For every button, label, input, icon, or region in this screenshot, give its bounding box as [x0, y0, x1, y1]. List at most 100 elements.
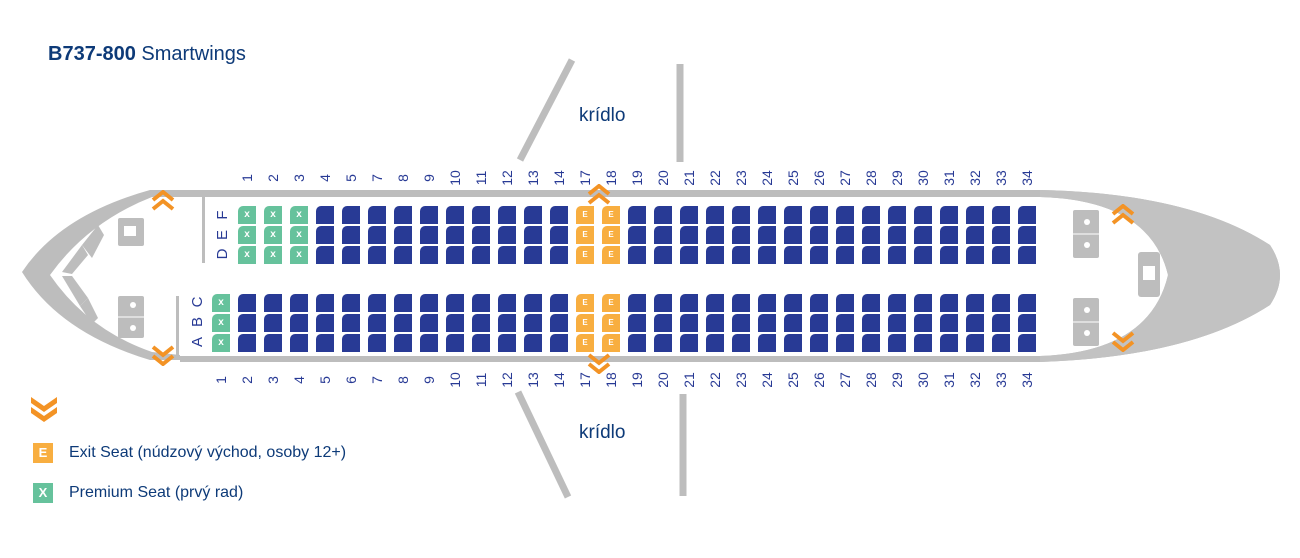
standard-seat[interactable]: [706, 206, 724, 224]
standard-seat[interactable]: [810, 314, 828, 332]
standard-seat[interactable]: [966, 206, 984, 224]
standard-seat[interactable]: [628, 294, 646, 312]
standard-seat[interactable]: [394, 314, 412, 332]
standard-seat[interactable]: [810, 206, 828, 224]
standard-seat[interactable]: [862, 206, 880, 224]
standard-seat[interactable]: [368, 226, 386, 244]
standard-seat[interactable]: [628, 334, 646, 352]
standard-seat[interactable]: [836, 314, 854, 332]
standard-seat[interactable]: [758, 294, 776, 312]
standard-seat[interactable]: [524, 294, 542, 312]
standard-seat[interactable]: [888, 206, 906, 224]
exit-seat[interactable]: E: [602, 206, 620, 224]
standard-seat[interactable]: [394, 246, 412, 264]
standard-seat[interactable]: [784, 294, 802, 312]
standard-seat[interactable]: [654, 206, 672, 224]
standard-seat[interactable]: [940, 206, 958, 224]
standard-seat[interactable]: [732, 246, 750, 264]
standard-seat[interactable]: [966, 226, 984, 244]
standard-seat[interactable]: [394, 226, 412, 244]
standard-seat[interactable]: [1018, 246, 1036, 264]
standard-seat[interactable]: [758, 246, 776, 264]
standard-seat[interactable]: [914, 206, 932, 224]
premium-seat[interactable]: x: [212, 334, 230, 352]
standard-seat[interactable]: [758, 334, 776, 352]
standard-seat[interactable]: [316, 246, 334, 264]
standard-seat[interactable]: [680, 314, 698, 332]
standard-seat[interactable]: [862, 334, 880, 352]
standard-seat[interactable]: [732, 334, 750, 352]
standard-seat[interactable]: [628, 314, 646, 332]
standard-seat[interactable]: [368, 246, 386, 264]
standard-seat[interactable]: [654, 226, 672, 244]
standard-seat[interactable]: [550, 334, 568, 352]
standard-seat[interactable]: [1018, 334, 1036, 352]
standard-seat[interactable]: [732, 206, 750, 224]
standard-seat[interactable]: [290, 294, 308, 312]
standard-seat[interactable]: [342, 206, 360, 224]
exit-seat[interactable]: E: [576, 226, 594, 244]
standard-seat[interactable]: [784, 226, 802, 244]
standard-seat[interactable]: [446, 206, 464, 224]
premium-seat[interactable]: x: [290, 246, 308, 264]
standard-seat[interactable]: [628, 246, 646, 264]
standard-seat[interactable]: [888, 294, 906, 312]
standard-seat[interactable]: [862, 314, 880, 332]
standard-seat[interactable]: [862, 226, 880, 244]
standard-seat[interactable]: [238, 334, 256, 352]
exit-seat[interactable]: E: [576, 294, 594, 312]
standard-seat[interactable]: [1018, 226, 1036, 244]
standard-seat[interactable]: [628, 226, 646, 244]
exit-seat[interactable]: E: [576, 206, 594, 224]
standard-seat[interactable]: [446, 294, 464, 312]
standard-seat[interactable]: [368, 334, 386, 352]
standard-seat[interactable]: [940, 294, 958, 312]
standard-seat[interactable]: [550, 226, 568, 244]
standard-seat[interactable]: [472, 294, 490, 312]
standard-seat[interactable]: [680, 246, 698, 264]
standard-seat[interactable]: [368, 294, 386, 312]
standard-seat[interactable]: [316, 334, 334, 352]
standard-seat[interactable]: [706, 294, 724, 312]
exit-seat[interactable]: E: [576, 314, 594, 332]
premium-seat[interactable]: x: [238, 246, 256, 264]
standard-seat[interactable]: [758, 206, 776, 224]
standard-seat[interactable]: [654, 334, 672, 352]
standard-seat[interactable]: [810, 226, 828, 244]
standard-seat[interactable]: [966, 294, 984, 312]
standard-seat[interactable]: [888, 334, 906, 352]
standard-seat[interactable]: [654, 246, 672, 264]
exit-seat[interactable]: E: [576, 246, 594, 264]
standard-seat[interactable]: [966, 246, 984, 264]
standard-seat[interactable]: [810, 334, 828, 352]
standard-seat[interactable]: [264, 334, 282, 352]
standard-seat[interactable]: [472, 334, 490, 352]
standard-seat[interactable]: [784, 246, 802, 264]
standard-seat[interactable]: [654, 314, 672, 332]
standard-seat[interactable]: [290, 314, 308, 332]
standard-seat[interactable]: [238, 314, 256, 332]
standard-seat[interactable]: [420, 294, 438, 312]
standard-seat[interactable]: [420, 206, 438, 224]
standard-seat[interactable]: [680, 294, 698, 312]
premium-seat[interactable]: x: [264, 246, 282, 264]
standard-seat[interactable]: [498, 314, 516, 332]
standard-seat[interactable]: [732, 226, 750, 244]
premium-seat[interactable]: x: [238, 226, 256, 244]
standard-seat[interactable]: [836, 206, 854, 224]
standard-seat[interactable]: [706, 334, 724, 352]
standard-seat[interactable]: [342, 294, 360, 312]
standard-seat[interactable]: [368, 314, 386, 332]
premium-seat[interactable]: x: [212, 294, 230, 312]
standard-seat[interactable]: [420, 334, 438, 352]
standard-seat[interactable]: [394, 206, 412, 224]
standard-seat[interactable]: [758, 226, 776, 244]
premium-seat[interactable]: x: [212, 314, 230, 332]
standard-seat[interactable]: [420, 246, 438, 264]
standard-seat[interactable]: [342, 226, 360, 244]
standard-seat[interactable]: [966, 334, 984, 352]
standard-seat[interactable]: [498, 206, 516, 224]
standard-seat[interactable]: [914, 226, 932, 244]
standard-seat[interactable]: [264, 314, 282, 332]
standard-seat[interactable]: [394, 334, 412, 352]
